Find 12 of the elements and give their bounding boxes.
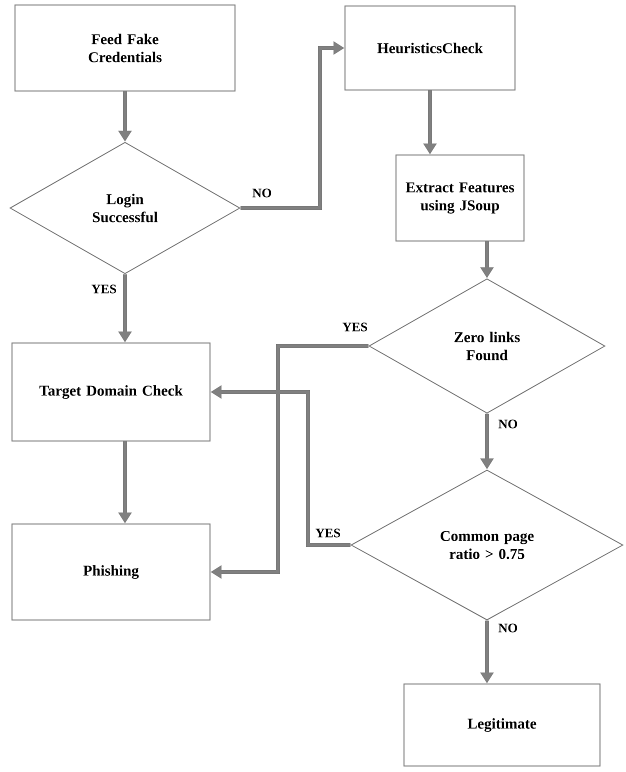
edge-label: NO — [252, 188, 272, 198]
process-box: Feed Fake Credentials — [14, 4, 236, 92]
process-box: Extract Features using JSoup — [396, 154, 524, 242]
process-box: Phishing — [12, 524, 210, 620]
process-box: Target Domain Check — [12, 342, 210, 442]
process-box: HeuristicsCheck — [344, 6, 516, 90]
process-box: Legitimate — [404, 684, 600, 766]
edge-label: NO — [498, 624, 518, 632]
edge-label: YES — [316, 528, 340, 538]
edge-label: YES — [342, 322, 368, 332]
edge-label: NO — [498, 420, 518, 428]
edge-label: YES — [92, 284, 116, 294]
